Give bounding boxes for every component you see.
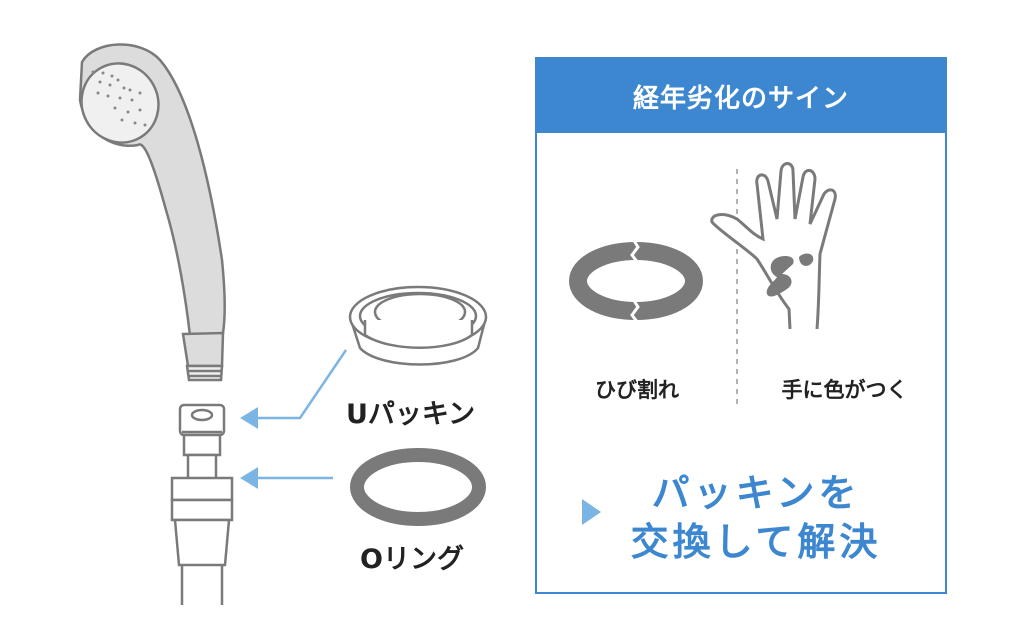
- o-ring-icon: [350, 448, 486, 526]
- u-packing-arrow: [255, 349, 348, 420]
- solution-line-2: 交換して解決: [630, 520, 882, 564]
- shower-head-icon: [78, 43, 226, 382]
- u-packing-icon: [348, 285, 488, 366]
- play-triangle-icon: [582, 499, 601, 525]
- arrow-head-icon: [240, 467, 258, 489]
- solution-line-1: パッキンを: [651, 471, 861, 515]
- sign-label-hand-stain: 手に色がつく: [781, 378, 908, 402]
- u-packing-label: Uパッキン: [346, 399, 476, 430]
- aging-signs-panel: 経年劣化のサイン ひび割れ 手に色がつく パッキンを 交換して解決: [535, 57, 947, 594]
- o-ring-label: Oリング: [360, 544, 464, 575]
- hose-fitting-icon: [170, 403, 234, 605]
- panel-art: [569, 162, 837, 525]
- arrow-head-icon: [240, 407, 258, 429]
- panel-title: 経年劣化のサイン: [537, 59, 945, 133]
- stained-hand-icon: [710, 162, 837, 330]
- sign-label-cracks: ひび割れ: [595, 378, 679, 402]
- shower-holes: [91, 70, 147, 127]
- cracked-ring-icon: [569, 238, 703, 324]
